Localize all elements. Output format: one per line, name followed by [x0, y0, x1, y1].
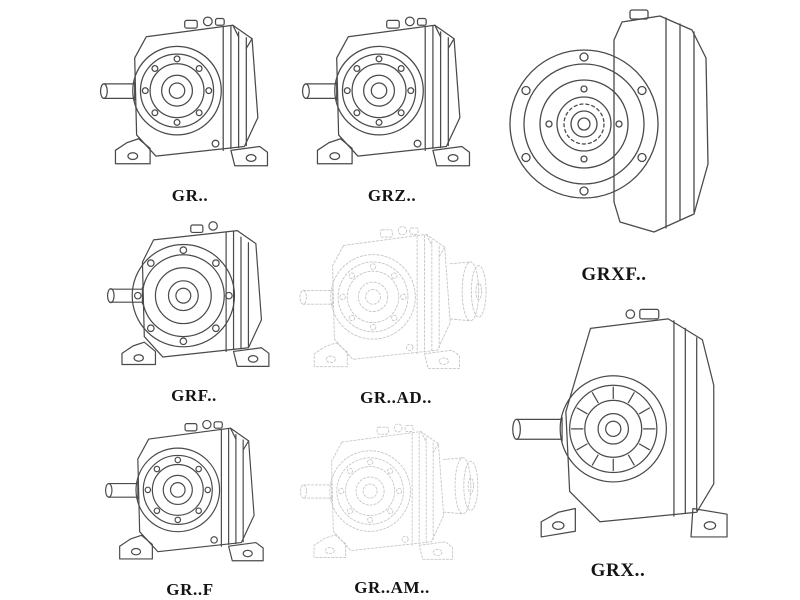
- gr-am-gearbox-drawing: [294, 414, 490, 576]
- product-label-grf: GRF..: [171, 386, 217, 405]
- product-label-gr-am: GR..AM..: [354, 578, 430, 597]
- product-figure-gr-f: GR..F: [88, 410, 292, 600]
- product-figure-gr: GR..: [88, 6, 292, 206]
- grz-gearbox-drawing: [295, 6, 490, 184]
- grxf-gearbox-drawing: [502, 6, 726, 256]
- grx-gearbox-drawing: [495, 298, 741, 554]
- gr-ad-gearbox-drawing: [293, 216, 499, 386]
- product-label-grz: GRZ..: [367, 186, 417, 205]
- product-label-gr-f: GR..F: [166, 580, 214, 599]
- product-figure-grz: GRZ..: [290, 6, 494, 206]
- product-figure-gr-ad: GR..AD..: [290, 216, 502, 408]
- product-label-grxf: GRXF..: [581, 264, 647, 285]
- product-figure-grxf: GRXF..: [496, 6, 732, 286]
- product-label-gr: GR..: [171, 186, 209, 205]
- product-figure-gr-am: GR..AM..: [290, 414, 494, 598]
- product-figure-grx: GRX..: [490, 298, 746, 582]
- gr-f-gearbox-drawing: [93, 410, 288, 578]
- gr-gearbox-drawing: [93, 6, 288, 184]
- product-label-gr-ad: GR..AD..: [360, 388, 432, 407]
- product-label-grx: GRX..: [590, 560, 646, 581]
- product-figure-grf: GRF..: [92, 212, 296, 406]
- grf-gearbox-drawing: [97, 212, 292, 384]
